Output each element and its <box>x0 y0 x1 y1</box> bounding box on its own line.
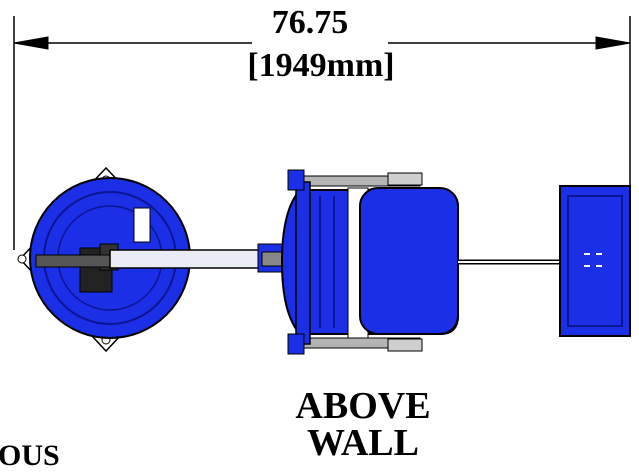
view-label-line2: WALL <box>307 422 419 464</box>
dimension-metric: [1949mm] <box>247 47 395 84</box>
end-block <box>559 185 631 337</box>
drum-cap <box>359 187 459 335</box>
arrowhead-right-icon <box>595 36 631 50</box>
corner-bracket-top <box>287 169 305 191</box>
dimension-line <box>13 16 631 250</box>
drum-assembly <box>280 169 459 355</box>
guide-tip-bottom <box>387 338 423 352</box>
motor-unit <box>17 166 194 353</box>
drawing-canvas <box>13 16 631 355</box>
dimension-value: 76.75 <box>271 4 349 41</box>
guide-tip-top <box>387 172 423 186</box>
motor-bracket <box>133 207 151 243</box>
mount-hole <box>17 254 27 264</box>
drum-flange <box>295 181 311 345</box>
partial-label: OUS <box>0 439 60 472</box>
view-label-line1: ABOVE <box>295 385 431 427</box>
arrowhead-left-icon <box>13 36 49 50</box>
corner-bracket-bottom <box>287 333 305 355</box>
